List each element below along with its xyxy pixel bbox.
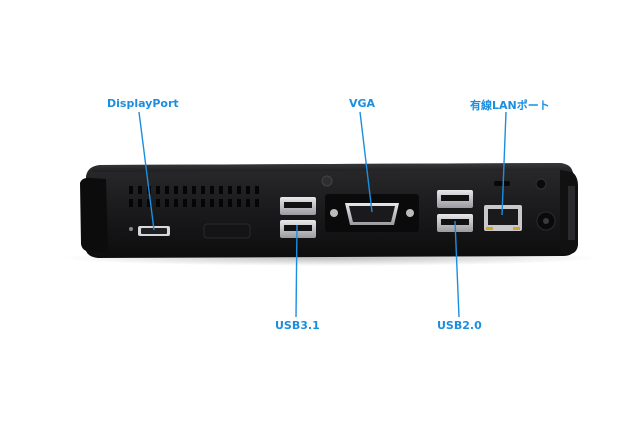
- usb20-label: USB2.0: [437, 319, 482, 332]
- usb31-label: USB3.1: [275, 319, 320, 332]
- padlock-loop-icon: [535, 178, 547, 190]
- vent-grille: [129, 186, 259, 207]
- lan-port: [484, 205, 522, 231]
- displayport-port: [129, 226, 170, 236]
- security-slot: [494, 181, 510, 186]
- displayport-label: DisplayPort: [107, 97, 179, 110]
- blank-port-cover: [203, 223, 251, 239]
- vga-label: VGA: [349, 97, 376, 110]
- power-jack: [536, 211, 556, 231]
- thumbscrew-icon: [321, 175, 333, 187]
- callout-lines: [138, 111, 507, 318]
- lan-port-label: 有線LANポート: [470, 99, 550, 112]
- vga-port: [325, 194, 419, 232]
- usb31-ports: [280, 197, 316, 238]
